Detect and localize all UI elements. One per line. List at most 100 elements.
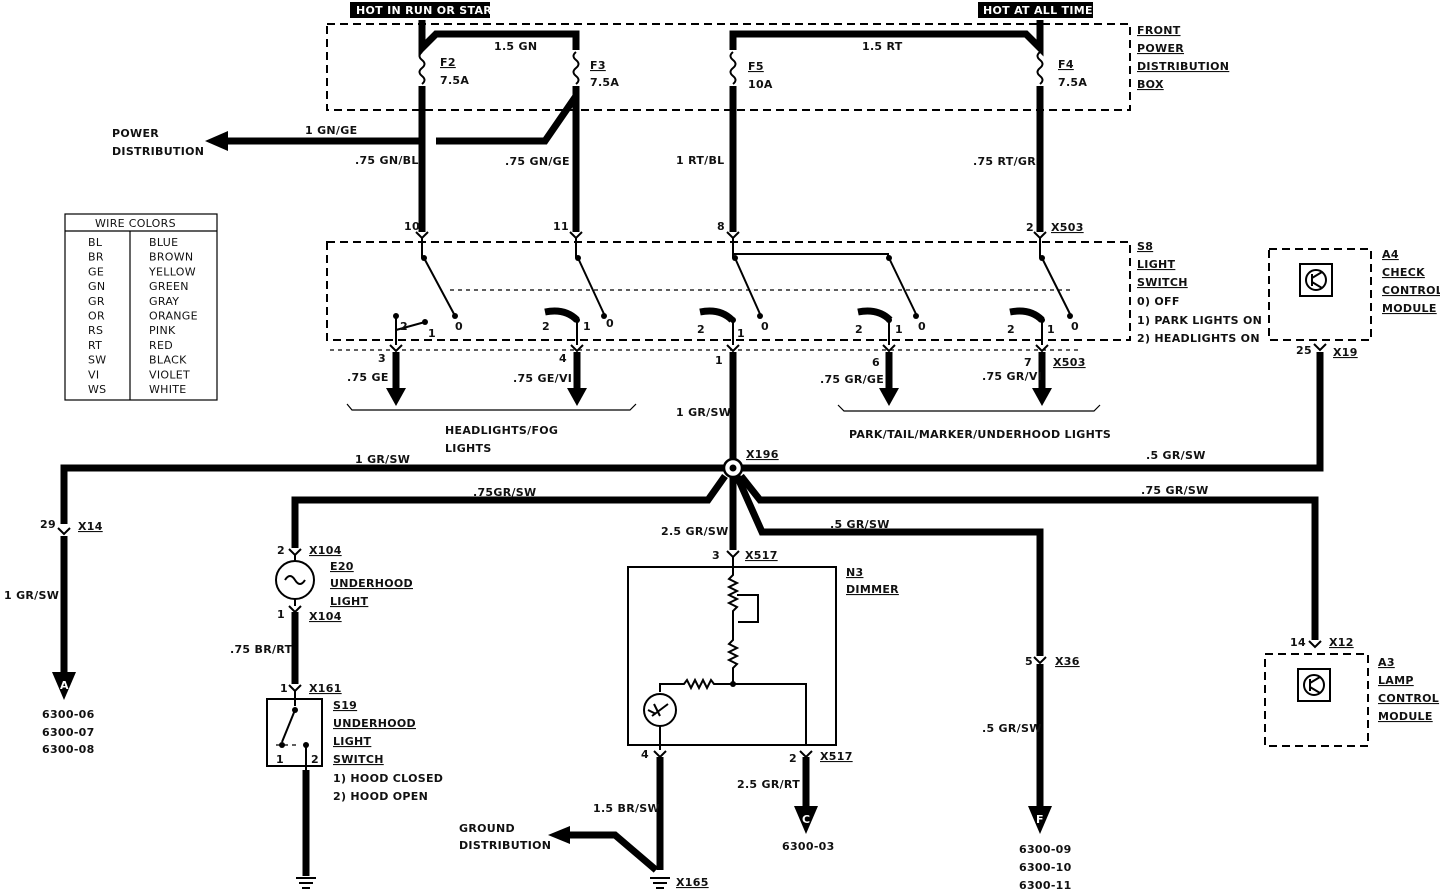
ref-a-page-3: 6300-08 [42,743,95,756]
x14-conn: X14 [78,520,103,533]
s19-id: S19 [333,699,357,712]
s8-top-connectors [415,231,1047,240]
wire-label-gr-vi: .75 GR/VI [982,370,1042,383]
ref-c-letter: C [802,813,810,826]
splice-x196-label: X196 [746,448,779,461]
ref-f-page-2: 6300-10 [1019,861,1072,874]
s8-sw2-p1: 1 [583,320,591,333]
ground-icon-s19 [296,877,316,889]
wire-color-code: GR [88,295,105,308]
wire-color-name: PINK [149,324,176,337]
wire-color-name: GREEN [149,280,189,293]
s8-conn-top: X503 [1051,221,1084,234]
s19-label-2: LIGHT [333,735,372,748]
gn-bus-wire [418,20,580,57]
n3-out-connector [799,750,813,759]
s8-pin-6: 6 [872,356,880,369]
wire-label-gn-ge: .75 GN/GE [505,155,570,168]
a4-id: A4 [1382,248,1399,261]
s19-in1: 1 [276,753,284,766]
ref-c-page-1: 6300-03 [782,840,835,853]
s19-label-1: UNDERHOOD [333,717,416,730]
wire-gr-sw-a3 [738,473,1319,640]
wire-label-gr-sw-075-right: .75 GR/SW [1141,484,1209,497]
e20-bottom-connector [288,605,302,614]
a4-label-1: CHECK [1382,266,1425,279]
ref-a-page-1: 6300-06 [42,708,95,721]
front-box-label-1: FRONT [1137,24,1181,37]
wire-label-gr-sw-a: 1 GR/SW [4,589,59,602]
wire-label-gr-sw-x36: .5 GR/SW [982,722,1042,735]
wire-color-name: VIOLET [149,368,190,381]
light-switch-s8-box [326,241,1131,341]
wire-color-name: BLUE [149,236,178,249]
wire-gr-sw-bus [60,352,1324,524]
s8-internals [393,238,1073,345]
x36-conn: X36 [1055,655,1080,668]
wire-label-gr-ge: .75 GR/GE [820,373,884,386]
e20-pin-top: 2 [277,544,285,557]
s8-label-1: LIGHT [1137,258,1176,271]
group-park: PARK/TAIL/MARKER/UNDERHOOD LIGHTS [849,428,1111,441]
a3-lamp-control-module [1264,653,1369,747]
wire-color-name: YELLOW [148,265,196,278]
x14-connector [57,527,71,536]
ref-c-arrow [794,806,818,834]
e20-top-connector [288,548,302,557]
s19-pin: 1 [280,682,288,695]
arrow-ge [386,388,406,406]
ref-f-letter: F [1036,813,1044,826]
s8-conn-bottom: X503 [1053,356,1086,369]
group-headlights-2: LIGHTS [445,442,492,455]
s8-pos-park: 1) PARK LIGHTS ON [1137,314,1262,327]
wire-colors-title: WIRE COLORS [95,217,176,230]
e20-label-1: UNDERHOOD [330,577,413,590]
front-box-label-4: BOX [1137,78,1164,91]
e20-id: E20 [330,560,354,573]
power-dist-label-2: DISTRIBUTION [112,145,204,158]
fuse-f2-rating: 7.5A [440,74,469,87]
a3-id: A3 [1378,656,1395,669]
fuse-f3: F3 7.5A [572,51,619,89]
wire-color-code: OR [88,310,105,323]
s8-id: S8 [1137,240,1153,253]
wire-label-br-rt: .75 BR/RT [230,643,293,656]
wire-color-name: WHITE [149,383,187,396]
a3-label-2: CONTROL [1378,692,1439,705]
wire-label-gr-sw-right: .5 GR/SW [1146,449,1206,462]
ref-f-arrow [1028,806,1052,834]
s19-conn: X161 [309,682,342,695]
wire-label-rt-top: 1.5 RT [862,40,903,53]
fuse-f3-name: F3 [590,59,606,72]
s8-sw5-p0: 0 [1071,320,1079,333]
wire-label-gr-sw-center: 1 GR/SW [676,406,731,419]
hot-all-times-header-bg [978,2,1093,18]
n3-name: DIMMER [846,583,899,596]
wire-color-code: VI [88,368,99,381]
a3-label-3: MODULE [1378,710,1433,723]
wire-color-code: SW [88,354,106,367]
wire-label-ge: .75 GE [347,371,389,384]
wire-color-code: GN [88,280,105,293]
ref-a-arrow [52,672,76,700]
x36-pin: 5 [1025,655,1033,668]
s8-sw2-p0: 0 [606,317,614,330]
front-box-label-2: POWER [1137,42,1184,55]
ground-label-1: GROUND [459,822,515,835]
fuse-f2-name: F2 [440,56,456,69]
s8-label-2: SWITCH [1137,276,1188,289]
wire-color-name: BROWN [149,251,193,264]
a4-connector [1313,343,1327,352]
front-power-distribution-box [326,23,1131,111]
ref-f-page-1: 6300-09 [1019,843,1072,856]
hot-all-times-header: HOT AT ALL TIMES [983,4,1101,17]
wire-color-code: BR [88,251,104,264]
wire-label-br-sw: 1.5 BR/SW [593,802,660,815]
n3-gnd-connector [653,750,667,759]
wire-label-gr-sw-075-left: .75GR/SW [473,486,536,499]
a3-transistor-icon [1297,668,1331,702]
s8-pin-2: 2 [1026,221,1034,234]
wire-label-rt-bl: 1 RT/BL [676,154,724,167]
n3-top-connector [726,550,740,559]
